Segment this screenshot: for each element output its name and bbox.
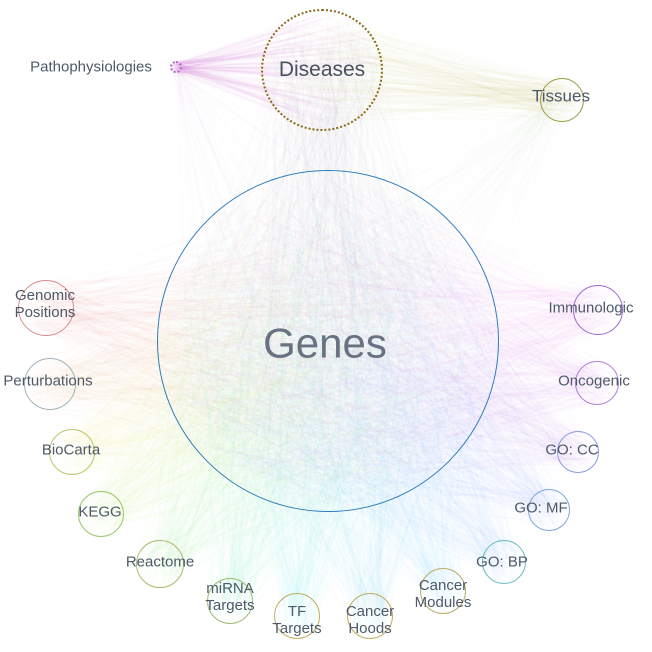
node-oncogenic[interactable]: [575, 361, 619, 405]
node-tf-targets[interactable]: [274, 593, 320, 639]
node-go-bp[interactable]: [482, 540, 526, 584]
node-pathophysiologies[interactable]: [170, 61, 182, 73]
node-reactome[interactable]: [136, 540, 184, 588]
node-cancer-modules[interactable]: [420, 568, 466, 614]
node-go-cc[interactable]: [557, 431, 599, 473]
node-diseases[interactable]: [261, 9, 383, 131]
node-immunologic[interactable]: [573, 285, 623, 335]
node-perturbations[interactable]: [24, 358, 76, 410]
node-kegg[interactable]: [78, 491, 124, 537]
node-genes[interactable]: [157, 170, 499, 512]
node-cancer-hoods[interactable]: [347, 593, 393, 639]
node-tissues[interactable]: [540, 78, 584, 122]
node-genomic-positions[interactable]: [18, 280, 74, 336]
node-biocarta[interactable]: [49, 429, 95, 475]
node-go-mf[interactable]: [528, 489, 570, 531]
node-mirna-targets[interactable]: [207, 578, 253, 624]
